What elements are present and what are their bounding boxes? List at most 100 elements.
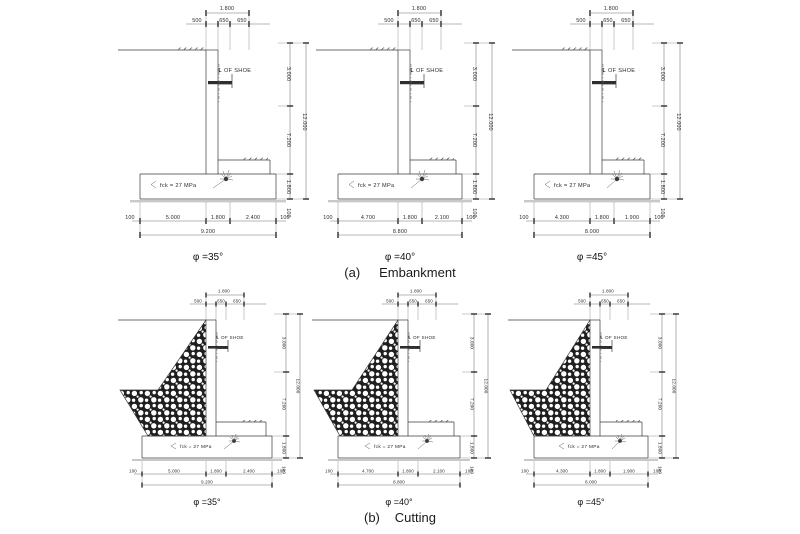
phi-label-1: φ =35° bbox=[193, 252, 223, 263]
base-seg-5: 100 bbox=[280, 215, 289, 221]
concrete-note-text: fck = 27 MPa bbox=[160, 183, 197, 189]
shoe-label: OF SHOE bbox=[224, 68, 251, 74]
vdim-middle: 7.200 bbox=[285, 133, 291, 147]
top-seg-3: 650 bbox=[237, 18, 246, 24]
rebar-symbol bbox=[416, 169, 430, 182]
vdim-upper: 3.000 bbox=[659, 67, 665, 81]
base-seg-2: 4.300 bbox=[555, 215, 569, 221]
concrete-note-text: fck = 27 MPa bbox=[554, 183, 591, 189]
phi-label-3: φ =45° bbox=[577, 497, 605, 507]
base-seg-3: 1.800 bbox=[594, 469, 606, 474]
embankment-svg: 1.800 500 650 650 bbox=[118, 6, 683, 263]
vdim-footing: 1.800 bbox=[282, 442, 287, 455]
top-overall-dim: 1.800 bbox=[218, 289, 230, 294]
section-cutting: 1.800 500 650 650 bbox=[118, 286, 698, 507]
wall-outline bbox=[312, 319, 470, 461]
ground-shadow bbox=[328, 459, 470, 461]
shoe-plate bbox=[400, 81, 424, 85]
vdim-footing: 1.800 bbox=[659, 180, 665, 194]
concrete-note-text: fck = 27 MPa bbox=[568, 444, 600, 450]
base-seg-1: 100 bbox=[521, 469, 529, 474]
base-seg-4: 2.400 bbox=[246, 215, 260, 221]
base-seg-1: 100 bbox=[519, 215, 528, 221]
ground-hatch-right bbox=[240, 420, 264, 423]
base-seg-5: 100 bbox=[654, 215, 663, 221]
cutting-case-3: 1.800 500 650 650 bbox=[508, 289, 679, 507]
phi-label-2: φ =40° bbox=[385, 497, 413, 507]
shoe-plate bbox=[592, 81, 616, 85]
shoe-label: OF SHOE bbox=[221, 335, 244, 340]
top-seg-3: 650 bbox=[621, 18, 630, 24]
bottom-dimension-chain: 100 5.000 1.800 2.400 100 9.200 bbox=[125, 202, 290, 238]
concrete-note: fck = 27 MPa bbox=[364, 433, 434, 450]
top-seg-1: 500 bbox=[386, 299, 394, 304]
caption-embankment: (a) Embankment bbox=[0, 264, 800, 282]
base-seg-4: 1.900 bbox=[623, 469, 635, 474]
rebar-symbol bbox=[229, 433, 241, 443]
concrete-note: fck = 27 MPa bbox=[558, 433, 627, 450]
shoe-detail: ℄ OF SHOE bbox=[400, 332, 435, 364]
rubble-backfill bbox=[120, 320, 206, 436]
phi-label-2: φ =40° bbox=[385, 252, 415, 263]
shoe-plate bbox=[400, 346, 420, 349]
shoe-centerline-glyph: ℄ bbox=[407, 335, 412, 340]
wall-outline bbox=[118, 49, 286, 203]
top-seg-2: 650 bbox=[217, 299, 225, 304]
base-total-dim: 9.200 bbox=[201, 480, 213, 485]
base-seg-3: 1.800 bbox=[211, 215, 225, 221]
cutting-case-1: 1.800 500 650 650 bbox=[118, 289, 303, 507]
vdim-upper: 3.000 bbox=[285, 67, 291, 81]
ground-shadow bbox=[524, 200, 660, 203]
base-seg-3: 1.800 bbox=[403, 215, 417, 221]
concrete-note-text: fck = 27 MPa bbox=[358, 183, 395, 189]
ground-hatch-left bbox=[370, 47, 396, 50]
phi-label-1: φ =35° bbox=[193, 497, 221, 507]
shoe-detail: ℄ OF SHOE bbox=[208, 64, 251, 102]
base-total-dim: 8.800 bbox=[393, 480, 405, 485]
top-seg-1: 500 bbox=[194, 299, 202, 304]
rebar-symbol bbox=[220, 169, 234, 182]
base-seg-2: 4.700 bbox=[361, 215, 375, 221]
bottom-dimension-chain: 100 4.700 1.800 2.100 100 8.800 bbox=[323, 202, 476, 238]
concrete-note: fck = 27 MPa bbox=[170, 433, 241, 450]
wall-outline bbox=[512, 49, 660, 203]
ground-shadow bbox=[132, 459, 282, 461]
vdim-middle: 7.200 bbox=[470, 398, 475, 411]
top-seg-3: 650 bbox=[429, 18, 438, 24]
ground-hatch-right bbox=[616, 420, 640, 423]
base-seg-4: 2.100 bbox=[435, 215, 449, 221]
rebar-symbol bbox=[611, 169, 625, 182]
vdim-overall: 12.000 bbox=[484, 379, 489, 394]
rubble-backfill bbox=[510, 320, 590, 436]
base-total-dim: 9.200 bbox=[201, 229, 215, 235]
shoe-centerline-glyph: ℄ bbox=[215, 335, 220, 340]
shoe-plate bbox=[592, 346, 612, 349]
shoe-centerline-glyph: ℄ bbox=[599, 335, 604, 340]
shoe-detail: ℄ OF SHOE bbox=[592, 64, 635, 102]
base-seg-5: 100 bbox=[653, 469, 661, 474]
base-seg-4: 2.400 bbox=[243, 469, 255, 474]
top-seg-1: 500 bbox=[576, 18, 585, 24]
ground-hatch-right bbox=[242, 157, 268, 160]
vdim-base: 100 bbox=[471, 208, 477, 217]
caption-a-title: Embankment bbox=[379, 265, 456, 280]
concrete-note-text: fck = 27 MPa bbox=[374, 444, 406, 450]
shoe-plate bbox=[208, 81, 232, 85]
shoe-label: OF SHOE bbox=[608, 68, 635, 74]
vdim-base: 100 bbox=[285, 208, 291, 217]
top-overall-dim: 1.800 bbox=[604, 6, 618, 12]
base-seg-3: 1.800 bbox=[402, 469, 414, 474]
base-total-dim: 8.800 bbox=[393, 229, 407, 235]
cutting-case-2: 1.800 500 650 650 bbox=[312, 289, 491, 507]
vertical-dimension-chain: 3.000 7.200 1.800 12.000 100 bbox=[272, 313, 303, 474]
base-seg-2: 5.000 bbox=[168, 469, 180, 474]
vdim-upper: 3.000 bbox=[658, 337, 663, 350]
bottom-dimension-chain: 100 4.700 1.800 2.100 100 8.800 bbox=[325, 461, 473, 488]
vdim-overall: 12.000 bbox=[487, 113, 493, 130]
rubble-backfill bbox=[314, 320, 398, 436]
concrete-note: fck = 27 MPa bbox=[150, 169, 234, 189]
cutting-svg: 1.800 500 650 650 bbox=[118, 289, 679, 507]
top-seg-3: 650 bbox=[617, 299, 625, 304]
base-seg-5: 100 bbox=[277, 469, 285, 474]
vdim-overall: 12.000 bbox=[675, 113, 681, 130]
